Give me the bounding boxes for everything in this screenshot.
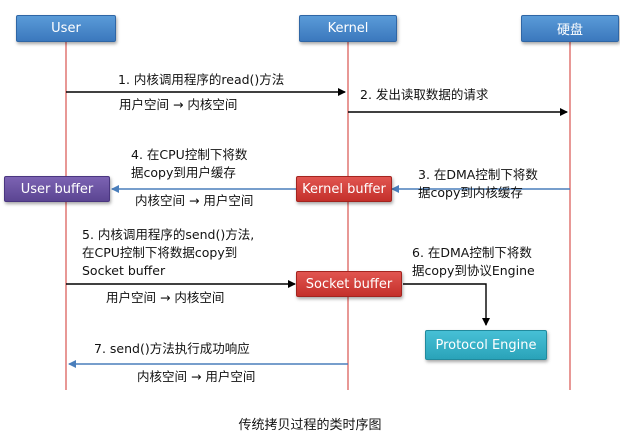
diagram-caption: 传统拷贝过程的类时序图: [238, 418, 382, 433]
message-4-line1: 4. 在CPU控制下将数: [131, 147, 248, 162]
user-buffer-box: User buffer: [4, 176, 110, 202]
message-3-line2: 据copy到内核缓存: [418, 185, 523, 200]
message-3-line1: 3. 在DMA控制下将数: [418, 167, 538, 182]
participant-user-label: User: [51, 21, 81, 36]
kernel-buffer-label: Kernel buffer: [302, 181, 386, 197]
message-1-label: 1. 内核调用程序的read()方法: [118, 72, 285, 87]
message-6-line1: 6. 在DMA控制下将数: [412, 245, 532, 260]
message-5-direction: 用户空间 → 内核空间: [106, 290, 225, 305]
message-4-line2: 据copy到用户缓存: [131, 165, 236, 180]
participant-disk-label: 硬盘: [556, 23, 583, 38]
protocol-engine-label: Protocol Engine: [435, 337, 537, 353]
message-6-line2: 据copy到协议Engine: [412, 263, 535, 278]
socket-buffer-label: Socket buffer: [305, 276, 393, 292]
protocol-engine-box: Protocol Engine: [425, 330, 547, 360]
participant-kernel: Kernel: [299, 15, 397, 42]
message-4-direction: 内核空间 → 用户空间: [135, 193, 254, 208]
kernel-buffer-box: Kernel buffer: [296, 176, 392, 202]
participant-kernel-label: Kernel: [327, 21, 369, 36]
message-7-direction: 内核空间 → 用户空间: [137, 369, 256, 384]
message-7-label: 7. send()方法执行成功响应: [94, 341, 250, 356]
message-5-line3: Socket buffer: [82, 263, 166, 278]
message-1-direction: 用户空间 → 内核空间: [119, 97, 238, 112]
message-5-line1: 5. 内核调用程序的send()方法,: [82, 227, 255, 242]
message-2-label: 2. 发出读取数据的请求: [360, 87, 489, 102]
participant-disk: 硬盘: [521, 15, 619, 42]
participant-user: User: [16, 15, 116, 42]
socket-buffer-box: Socket buffer: [296, 271, 402, 297]
arrow-6: [403, 283, 490, 326]
message-5-line2: 在CPU控制下将数据copy到: [82, 245, 238, 260]
user-buffer-label: User buffer: [20, 181, 94, 197]
